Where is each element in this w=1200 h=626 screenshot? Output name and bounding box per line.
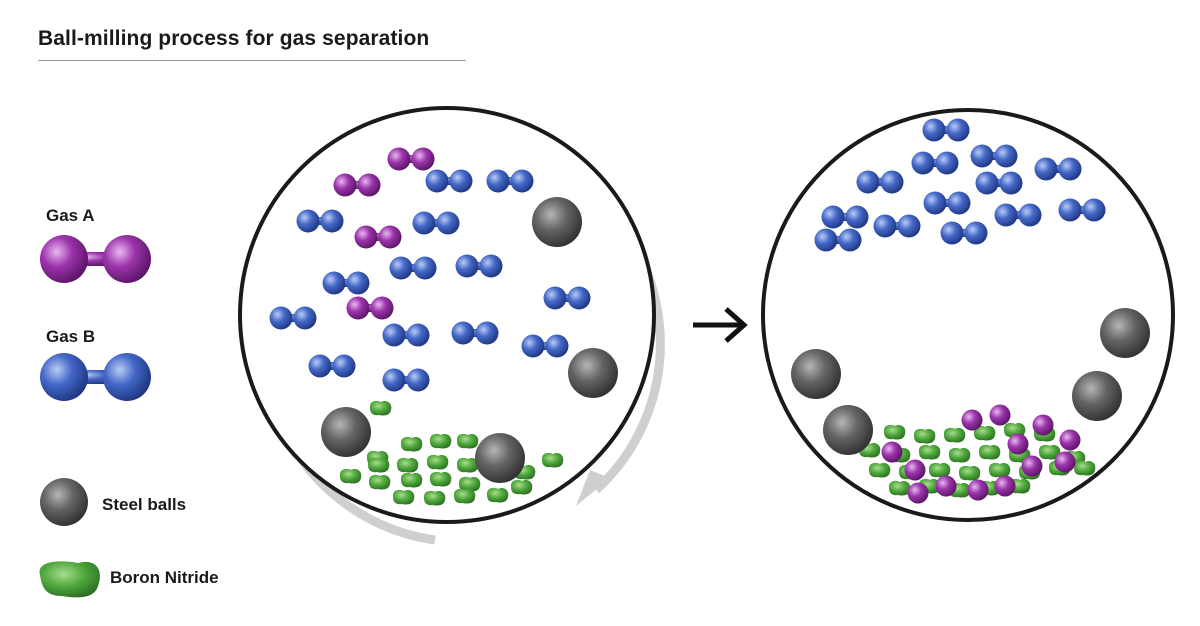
gas-b-molecule (521, 334, 569, 358)
gas-b-molecule (308, 354, 356, 378)
boron-nitride-particle (400, 436, 423, 452)
gas-b-molecule (425, 169, 473, 193)
steel-ball (823, 405, 873, 455)
diagram-title: Ball-milling process for gas separation (38, 27, 430, 50)
steel-ball (532, 197, 582, 247)
right-arrow-icon (693, 307, 748, 343)
chamber-before-contents (269, 147, 618, 506)
gas-b-molecule (821, 205, 869, 229)
legend-steel-ball-icon (40, 478, 88, 526)
legend-label-gas-b: Gas B (46, 327, 96, 346)
title-underline (38, 60, 466, 61)
chamber-after-contents (791, 118, 1150, 504)
gas-b-molecule (975, 171, 1023, 195)
gas-b-molecule (486, 169, 534, 193)
boron-nitride-particle (913, 428, 936, 444)
gas-b-molecule (455, 254, 503, 278)
boron-nitride-particle (367, 457, 390, 473)
steel-ball (1072, 371, 1122, 421)
boron-nitride-particle (928, 462, 951, 478)
boron-nitride-particle (888, 480, 911, 496)
steel-ball (475, 433, 525, 483)
gas-b-molecule (389, 256, 437, 280)
gas-a-atom (967, 479, 989, 501)
boron-nitride-particle (988, 462, 1011, 478)
legend-gas-b-molecule-icon (40, 353, 151, 401)
gas-a-atom (1032, 414, 1054, 436)
gas-b-molecule (994, 203, 1042, 227)
gas-b-molecule (923, 191, 971, 215)
boron-nitride-particle (943, 427, 966, 443)
boron-nitride-particle (453, 488, 476, 504)
boron-nitride-particle (486, 487, 509, 503)
gas-b-molecule (1058, 198, 1106, 222)
gas-b-molecule (970, 144, 1018, 168)
gas-a-atom (994, 475, 1016, 497)
gas-a-atom (935, 475, 957, 497)
boron-nitride-particle (392, 489, 415, 505)
boron-nitride-particle (948, 447, 971, 463)
boron-nitride-particle (396, 457, 419, 473)
boron-nitride-particle (1073, 460, 1096, 476)
gas-b-molecule (1034, 157, 1082, 181)
gas-b-molecule (382, 323, 430, 347)
gas-b-molecule (296, 209, 344, 233)
gas-a-atom (1021, 455, 1043, 477)
gas-b-molecule (451, 321, 499, 345)
boron-nitride-particle (1038, 444, 1061, 460)
gas-a-atom (907, 482, 929, 504)
gas-b-molecule (412, 211, 460, 235)
gas-a-atom (989, 404, 1011, 426)
boron-nitride-particle (868, 462, 891, 478)
boron-nitride-particle (456, 457, 479, 473)
boron-nitride-particle (426, 454, 449, 470)
boron-nitride-particle (429, 471, 452, 487)
boron-nitride-particle (456, 433, 479, 449)
boron-nitride-particle (400, 472, 423, 488)
gas-a-molecule (333, 173, 381, 197)
gas-a-atom (961, 409, 983, 431)
gas-a-molecule (346, 296, 394, 320)
gas-a-atom (881, 441, 903, 463)
gas-a-atom (1059, 429, 1081, 451)
gas-b-molecule (269, 306, 317, 330)
gas-b-molecule (940, 221, 988, 245)
steel-ball (791, 349, 841, 399)
gas-a-molecule (354, 225, 402, 249)
legend-boron-nitride-icon (39, 561, 100, 598)
steel-ball (321, 407, 371, 457)
gas-b-molecule (382, 368, 430, 392)
boron-nitride-particle (978, 444, 1001, 460)
gas-b-molecule (322, 271, 370, 295)
gas-b-molecule (814, 228, 862, 252)
gas-a-atom (1054, 451, 1076, 473)
steel-ball (568, 348, 618, 398)
boron-nitride-particle (369, 400, 392, 416)
gas-b-molecule (856, 170, 904, 194)
boron-nitride-particle (368, 474, 391, 490)
steel-ball (1100, 308, 1150, 358)
legend-label-boron-nitride: Boron Nitride (110, 568, 219, 587)
gas-b-molecule (911, 151, 959, 175)
boron-nitride-particle (423, 490, 446, 506)
gas-b-molecule (543, 286, 591, 310)
boron-nitride-particle (541, 452, 564, 468)
gas-a-atom (1007, 433, 1029, 455)
legend-label-gas-a: Gas A (46, 206, 95, 225)
boron-nitride-particle (429, 433, 452, 449)
boron-nitride-particle (510, 479, 533, 495)
boron-nitride-particle (339, 468, 362, 484)
gas-b-molecule (873, 214, 921, 238)
boron-nitride-particle (918, 444, 941, 460)
legend-label-steel-balls: Steel balls (102, 495, 187, 514)
gas-b-molecule (922, 118, 970, 142)
gas-a-molecule (387, 147, 435, 171)
boron-nitride-particle (973, 425, 996, 441)
boron-nitride-particle (458, 476, 481, 492)
legend-gas-a-molecule-icon (40, 235, 151, 283)
boron-nitride-particle (883, 424, 906, 440)
boron-nitride-particle (958, 465, 981, 481)
gas-a-atom (904, 459, 926, 481)
